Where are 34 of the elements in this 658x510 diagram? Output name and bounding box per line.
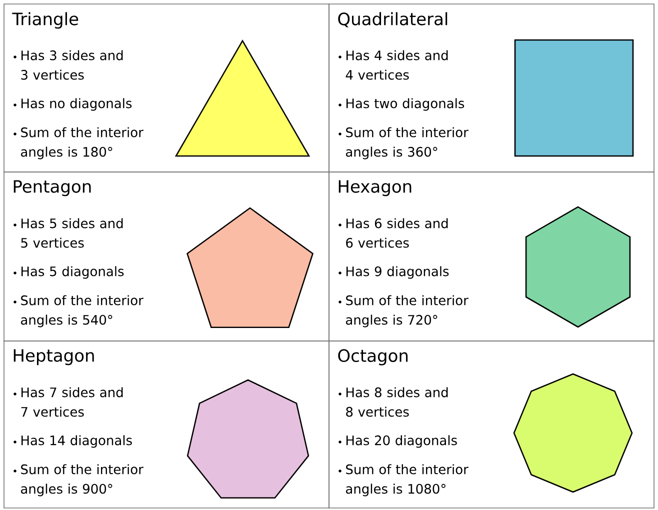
cell-title: Octagon	[338, 349, 408, 366]
bullet-point: Has 7 sides and 7 vertices	[14, 387, 123, 417]
table-cell	[328, 340, 654, 508]
bullet-point: Sum of the interior angles is 720°	[338, 295, 468, 328]
bullet-point: Sum of the interior angles is 180°	[14, 127, 144, 160]
bullet-point: Has 8 sides and 8 vertices	[338, 387, 448, 417]
heptagon-shape	[186, 379, 310, 498]
bullet-point: Sum of the interior angles is 540°	[14, 295, 144, 328]
bullet-point: Sum of the interior angles is 900°	[14, 464, 144, 496]
bullet-point: Has 4 sides and 4 vertices	[338, 50, 448, 80]
bullet-point: Has 6 sides and 6 vertices	[338, 218, 448, 248]
bullet-point: Has 9 diagonals	[338, 266, 449, 279]
bullet-point: Has 20 diagonals	[338, 435, 457, 448]
bullet-point: Sum of the interior angles is 1080°	[338, 464, 468, 496]
table-cell	[328, 4, 654, 172]
cell-title: Heptagon	[14, 349, 94, 366]
octagon-shape	[513, 373, 633, 493]
bullet-point: Has two diagonals	[338, 98, 464, 111]
table-cell	[4, 340, 330, 508]
cell-title: Quadrilateral	[338, 12, 448, 28]
bullet-point: Has 5 diagonals	[14, 266, 124, 279]
bullet-point: Has 14 diagonals	[14, 435, 132, 448]
table-cell	[328, 172, 654, 342]
bullet-point: Sum of the interior angles is 360°	[338, 127, 468, 160]
bullet-point: Has 3 sides and 3 vertices	[14, 50, 123, 80]
bullet-point: Has no diagonals	[14, 98, 132, 111]
cell-title: Pentagon	[14, 180, 91, 196]
bullet-point: Has 5 sides and 5 vertices	[14, 218, 123, 248]
cell-title: Triangle	[12, 12, 78, 29]
cell-title: Hexagon	[338, 180, 412, 196]
table-cell	[4, 4, 330, 172]
hexagon-shape	[525, 206, 631, 328]
square-shape	[514, 39, 634, 157]
table-cell	[4, 172, 330, 342]
